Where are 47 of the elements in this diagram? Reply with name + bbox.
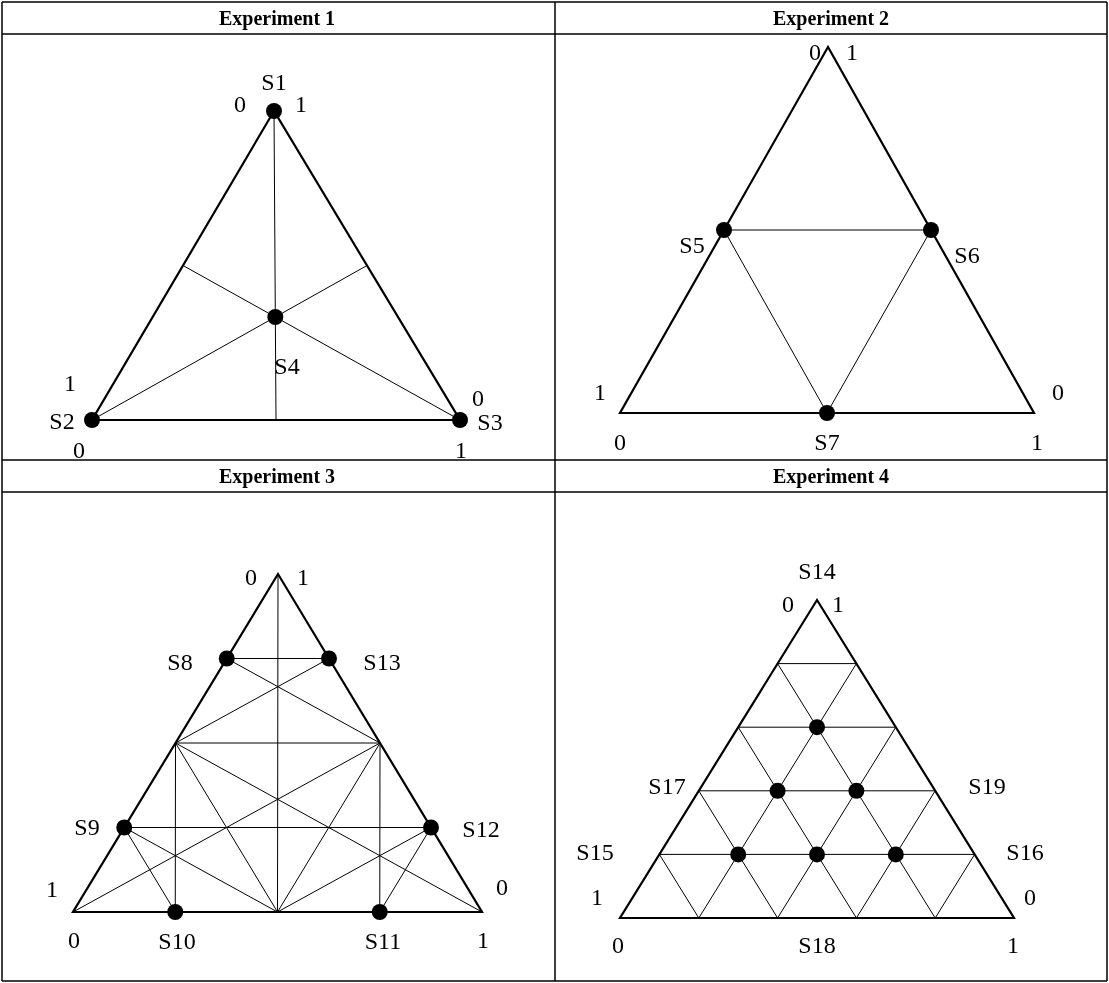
column-header: Experiment 2 <box>772 8 890 28</box>
sample-point-label: S18 <box>798 933 836 957</box>
sample-point-label: S13 <box>363 650 401 674</box>
axis-tick-label: 0 <box>245 565 257 589</box>
sample-point-label: S16 <box>1006 840 1044 864</box>
sample-point-label: S5 <box>679 233 705 257</box>
sample-point-label: S15 <box>576 840 614 864</box>
sample-point-label: S19 <box>968 774 1006 798</box>
sample-point-label: S14 <box>798 559 836 583</box>
axis-tick-label: 1 <box>295 92 307 116</box>
axis-tick-label: 1 <box>46 877 58 901</box>
axis-tick-label: 0 <box>1024 885 1036 909</box>
axis-tick-label: 1 <box>1031 430 1043 454</box>
sample-point-label: S7 <box>814 430 840 454</box>
axis-tick-label: 0 <box>614 430 626 454</box>
sample-point-label: S11 <box>364 929 402 953</box>
sample-point-label: S4 <box>274 354 300 378</box>
sample-point-label: S9 <box>74 815 100 839</box>
axis-tick-label: 1 <box>477 928 489 952</box>
sample-point-label: S17 <box>648 774 686 798</box>
sample-point-label: S1 <box>261 70 287 94</box>
sample-point-label: S2 <box>49 409 75 433</box>
axis-tick-label: 1 <box>591 885 603 909</box>
axis-tick-label: 0 <box>68 928 80 952</box>
sample-point-label: S6 <box>954 243 980 267</box>
sample-point-label: S10 <box>158 929 196 953</box>
column-header: Experiment 1 <box>218 8 336 28</box>
axis-tick-label: 0 <box>612 933 624 957</box>
axis-tick-label: 1 <box>846 40 858 64</box>
axis-tick-label: 0 <box>472 386 484 410</box>
axis-tick-label: 1 <box>832 592 844 616</box>
column-header: Experiment 3 <box>218 466 336 486</box>
axis-tick-label: 0 <box>496 875 508 899</box>
axis-tick-label: 0 <box>809 40 821 64</box>
axis-tick-label: 0 <box>782 592 794 616</box>
column-header: Experiment 4 <box>772 466 890 486</box>
sample-point-label: S12 <box>462 817 500 841</box>
sample-point-label: S8 <box>167 650 193 674</box>
axis-tick-label: 1 <box>594 380 606 404</box>
axis-tick-label: 0 <box>1052 380 1064 404</box>
axis-tick-label: 1 <box>64 371 76 395</box>
axis-tick-label: 1 <box>455 438 467 462</box>
sample-point-label: S3 <box>477 410 503 434</box>
axis-tick-label: 1 <box>297 565 309 589</box>
axis-tick-label: 0 <box>73 438 85 462</box>
axis-tick-label: 1 <box>1007 933 1019 957</box>
axis-tick-label: 0 <box>234 92 246 116</box>
